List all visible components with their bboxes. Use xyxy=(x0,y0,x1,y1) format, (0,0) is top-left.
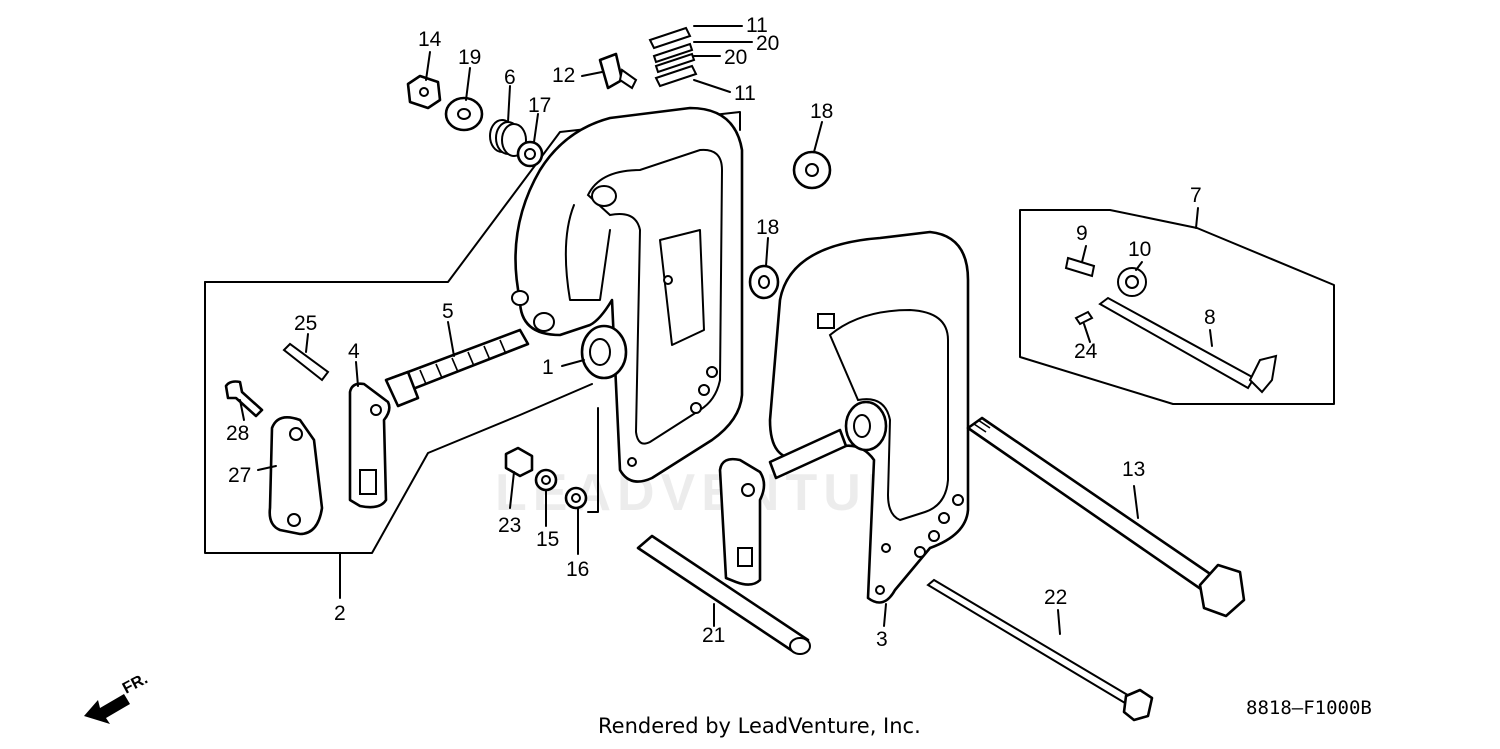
stern-bracket-left xyxy=(511,106,744,483)
plate-12 xyxy=(598,52,638,90)
callout-20-bottom: 20 xyxy=(724,46,747,69)
pin-25 xyxy=(282,342,330,382)
callout-12: 12 xyxy=(552,64,575,87)
washer-18-mid xyxy=(748,264,780,300)
callout-15: 15 xyxy=(536,528,559,551)
callout-6: 6 xyxy=(504,66,516,89)
washer-19 xyxy=(444,96,484,132)
bolt-28 xyxy=(224,380,264,418)
callout-25: 25 xyxy=(294,312,317,335)
threaded-rod-5 xyxy=(384,328,530,408)
callout-17: 17 xyxy=(528,94,551,117)
callout-18-mid: 18 xyxy=(756,216,779,239)
nut-14 xyxy=(406,74,442,110)
callout-4: 4 xyxy=(348,340,360,363)
washer-15 xyxy=(534,468,558,492)
bolt-22 xyxy=(926,578,1154,722)
callout-14: 14 xyxy=(418,28,442,51)
callout-27: 27 xyxy=(228,464,251,487)
clamp-rod-right xyxy=(718,428,848,586)
assembly-outline-7 xyxy=(1019,209,1335,405)
tube-21 xyxy=(636,534,811,655)
washer-16 xyxy=(564,486,588,510)
callout-2: 2 xyxy=(334,602,346,625)
lock-lever-assembly-7 xyxy=(1064,256,1278,394)
credit-line: Rendered by LeadVenture, Inc. xyxy=(598,714,921,738)
callout-16: 16 xyxy=(566,558,589,581)
callout-11-bottom: 11 xyxy=(734,82,756,105)
callout-20-top: 20 xyxy=(756,32,779,55)
callout-7: 7 xyxy=(1190,184,1202,207)
assembly-outline-2 xyxy=(204,111,741,554)
nut-23 xyxy=(504,446,534,478)
lever-4 xyxy=(348,382,391,509)
callout-19: 19 xyxy=(458,46,481,69)
swivel-bracket-right xyxy=(768,230,970,604)
plate-27 xyxy=(268,416,324,536)
through-bolt-13 xyxy=(966,416,1246,618)
spring-6 xyxy=(489,119,527,157)
front-direction-arrow-icon: FR. xyxy=(84,670,151,724)
pins-11-20 xyxy=(648,26,698,88)
callout-labels: 14 19 6 17 12 11 20 20 11 18 18 5 25 4 2… xyxy=(226,14,1216,651)
callout-13: 13 xyxy=(1122,458,1145,481)
callout-23: 23 xyxy=(498,514,521,537)
callout-1: 1 xyxy=(542,356,554,379)
callout-18-top: 18 xyxy=(810,100,833,123)
washer-17 xyxy=(516,140,544,168)
leader-lines xyxy=(239,25,1213,635)
washer-18-top xyxy=(792,150,832,190)
callout-10: 10 xyxy=(1128,238,1151,261)
callout-9: 9 xyxy=(1076,222,1088,245)
direction-label: FR. xyxy=(120,670,151,697)
callout-3: 3 xyxy=(876,628,888,651)
callout-28: 28 xyxy=(226,422,249,445)
callout-5: 5 xyxy=(442,300,454,323)
callout-11-top: 11 xyxy=(746,14,768,37)
callout-21: 21 xyxy=(702,624,725,647)
hardware-bracket xyxy=(587,407,599,513)
callout-24: 24 xyxy=(1074,340,1098,363)
callout-8: 8 xyxy=(1204,306,1216,329)
callout-22: 22 xyxy=(1044,586,1067,609)
diagram-code: 8818—F1000B xyxy=(1246,697,1372,719)
